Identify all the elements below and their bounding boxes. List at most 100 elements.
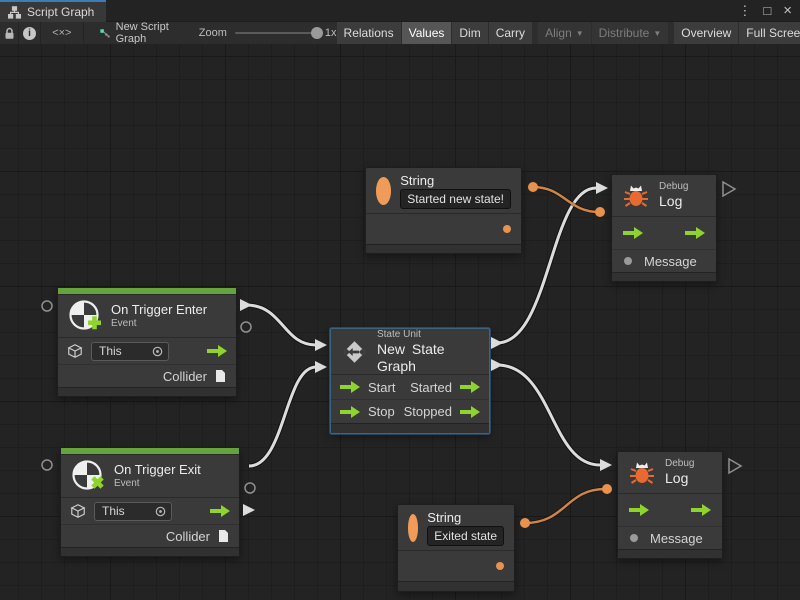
align-button[interactable]: Align▼	[538, 22, 591, 44]
flow-input-port[interactable]	[629, 504, 649, 516]
unconnected-output-port	[244, 482, 256, 494]
breadcrumb-root-button[interactable]: <×>	[41, 22, 84, 44]
chevron-down-icon: ▼	[653, 28, 662, 38]
graph-name: New Script Graph	[115, 21, 169, 45]
distribute-button[interactable]: Distribute▼	[591, 22, 669, 44]
zoom-value: 1x	[324, 27, 337, 39]
tab-script-graph[interactable]: Script Graph	[0, 0, 107, 22]
node-title: New State Graph	[376, 340, 445, 374]
node-string-top[interactable]: String Started new state!	[365, 167, 522, 254]
value-wire-dot	[520, 518, 530, 528]
wire-source-arrow	[240, 299, 252, 311]
values-button[interactable]: Values	[401, 22, 452, 44]
state-unit-icon	[343, 340, 366, 363]
flow-input-port[interactable]	[623, 227, 643, 239]
tab-bar: Script Graph ⋮ □ ×	[0, 0, 800, 22]
node-on-trigger-exit[interactable]: On Trigger Exit Event This	[60, 447, 240, 557]
output-port-started[interactable]: Started	[410, 380, 480, 395]
flow-output-port[interactable]	[210, 505, 230, 517]
gameobject-cube-icon	[67, 344, 83, 358]
zoom-slider-handle[interactable]	[310, 27, 323, 39]
info-icon: i	[22, 26, 36, 40]
bug-icon	[624, 185, 648, 207]
wire-head-arrow	[315, 339, 327, 351]
node-state-unit[interactable]: State Unit New State Graph Start Started	[330, 328, 490, 434]
string-value-input[interactable]: Started new state!	[400, 188, 511, 209]
full-screen-button[interactable]: Full Screen	[739, 22, 800, 44]
node-title: Log	[665, 470, 689, 486]
target-object-dropdown[interactable]: This	[91, 341, 169, 361]
graph-breadcrumb[interactable]: New Script Graph	[100, 21, 177, 45]
node-kind: Debug	[665, 458, 695, 469]
gameobject-cube-icon	[70, 504, 86, 518]
unconnected-input-port	[41, 459, 53, 471]
overview-button[interactable]: Overview	[674, 22, 739, 44]
code-icon: <×>	[52, 27, 72, 39]
info-button[interactable]: i	[19, 22, 41, 44]
flow-output-port[interactable]	[207, 345, 227, 357]
dim-button[interactable]: Dim	[452, 22, 488, 44]
flow-output-port[interactable]	[685, 227, 705, 239]
node-footer	[58, 387, 236, 396]
message-input-port[interactable]	[624, 257, 632, 265]
object-picker-icon[interactable]	[155, 506, 166, 517]
document-icon[interactable]	[215, 369, 226, 383]
node-title: String	[427, 509, 462, 525]
zoom-slider[interactable]	[234, 27, 323, 39]
lock-icon	[5, 27, 14, 39]
node-debug-log-bottom[interactable]: Debug Log Message	[617, 451, 723, 559]
wire-head-arrow	[596, 182, 608, 194]
flow-input-port	[340, 381, 360, 393]
string-value-input[interactable]: Exited state	[427, 525, 504, 546]
node-on-trigger-enter[interactable]: On Trigger Enter Event This	[57, 287, 237, 397]
bug-icon	[630, 462, 654, 484]
flow-output-port[interactable]	[691, 504, 711, 516]
output-port-stopped[interactable]: Stopped	[404, 404, 480, 419]
relations-button[interactable]: Relations	[336, 22, 401, 44]
wire-stopped-to-log	[496, 363, 601, 467]
flow-input-port	[340, 405, 360, 418]
trigger-exit-icon	[72, 460, 104, 490]
object-picker-icon[interactable]	[152, 346, 163, 357]
input-port-start[interactable]: Start	[340, 380, 395, 395]
value-wire-dot	[528, 182, 538, 192]
toolbar-buttons: Relations Values Dim Carry Align▼ Distri…	[336, 22, 800, 44]
window-menu-icon[interactable]: ⋮	[738, 2, 752, 18]
node-footer	[366, 244, 521, 253]
tab-title: Script Graph	[27, 5, 95, 19]
node-string-bottom[interactable]: String Exited state	[397, 504, 515, 592]
node-debug-log-top[interactable]: Debug Log Message	[611, 174, 717, 282]
window-maximize-icon[interactable]: □	[763, 2, 772, 18]
carry-button[interactable]: Carry	[488, 22, 533, 44]
node-title: Log	[659, 193, 683, 209]
graph-canvas[interactable]: String Started new state! String Exited …	[0, 44, 800, 600]
event-accent-bar	[58, 288, 236, 295]
document-icon[interactable]	[218, 529, 229, 543]
window-close-icon[interactable]: ×	[783, 1, 792, 19]
wire-head-arrow	[600, 459, 612, 471]
string-type-icon	[408, 513, 419, 542]
unconnected-output-port	[240, 321, 252, 333]
target-object-dropdown[interactable]: This	[94, 501, 172, 521]
event-accent-bar	[61, 448, 239, 455]
graph-toolbar: i <×> New Script Graph Zoom 1x Relations…	[0, 21, 800, 45]
node-subtitle: Event	[111, 318, 137, 329]
wire-source-arrow	[491, 337, 503, 349]
port-label: Message	[644, 253, 697, 269]
wire-enter-to-start	[245, 303, 317, 347]
wire-source-arrow	[491, 359, 503, 371]
input-port-stop[interactable]: Stop	[340, 404, 395, 419]
unconnected-flow-out	[728, 457, 743, 475]
zoom-control: Zoom 1x	[199, 22, 337, 44]
graph-icon	[100, 28, 110, 37]
flow-output-port	[460, 381, 480, 393]
port-label: Message	[650, 530, 703, 546]
lock-button[interactable]	[0, 22, 20, 44]
node-footer	[331, 423, 489, 433]
wire-string-to-message-bottom	[524, 487, 606, 525]
message-input-port[interactable]	[630, 534, 638, 542]
wire-source-arrow	[243, 504, 255, 516]
string-output-port[interactable]	[503, 225, 511, 233]
string-output-port[interactable]	[496, 562, 504, 570]
